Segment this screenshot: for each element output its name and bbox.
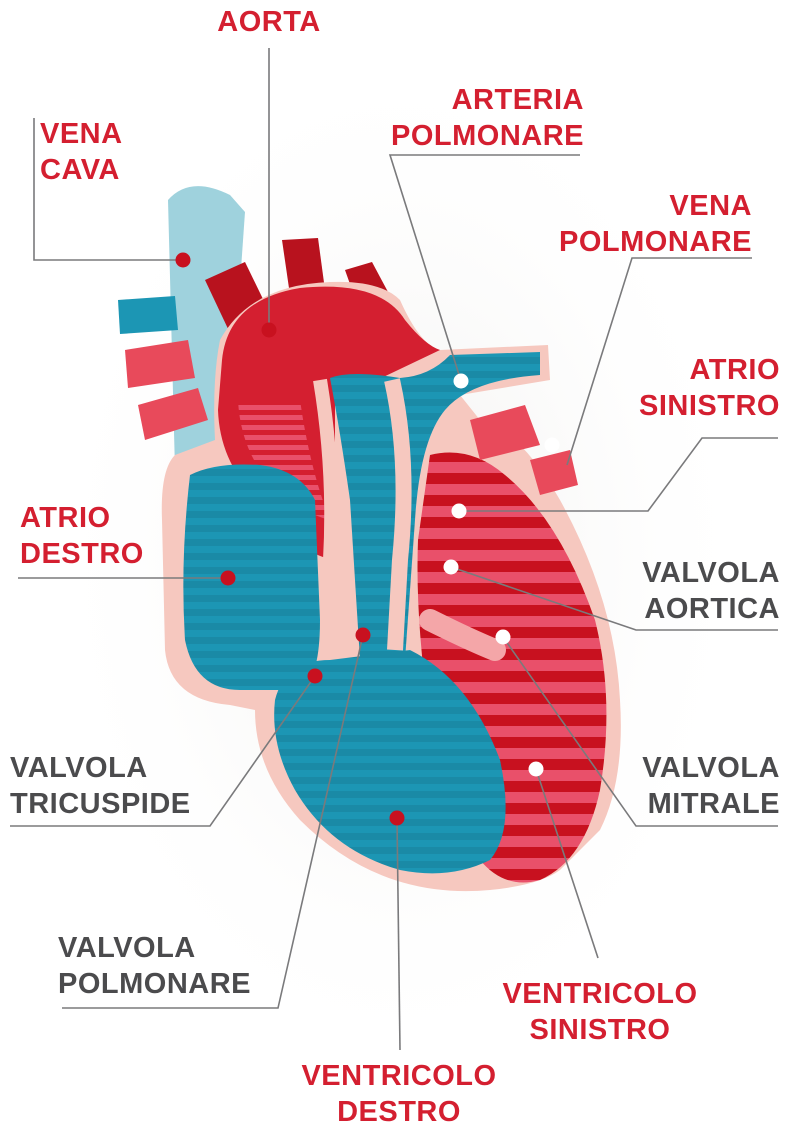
marker-atrio-sinistro (452, 504, 467, 519)
marker-vena-polmonare (545, 438, 560, 453)
marker-valvola-tricuspide (308, 669, 323, 684)
label-valvola-aortica: VALVOLA AORTICA (620, 555, 780, 627)
label-ventricolo-sinistro: VENTRICOLO SINISTRO (490, 976, 710, 1048)
marker-valvola-polmonare (356, 628, 371, 643)
marker-valvola-aortica (444, 560, 459, 575)
marker-valvola-mitrale (496, 630, 511, 645)
label-vena-polmonare: VENA POLMONARE (548, 188, 752, 260)
marker-arteria-polmonare (454, 374, 469, 389)
label-valvola-mitrale: VALVOLA MITRALE (620, 750, 780, 822)
label-arteria-polmonare: ARTERIA POLMONARE (380, 82, 584, 154)
label-atrio-destro: ATRIO DESTRO (20, 500, 144, 572)
marker-ventricolo-destro (390, 811, 405, 826)
marker-ventricolo-sinistro (529, 762, 544, 777)
marker-aorta (262, 323, 277, 338)
marker-atrio-destro (221, 571, 236, 586)
label-valvola-tricuspide: VALVOLA TRICUSPIDE (10, 750, 191, 822)
label-ventricolo-destro: VENTRICOLO DESTRO (288, 1058, 510, 1130)
marker-vena-cava (176, 253, 191, 268)
label-vena-cava: VENA CAVA (40, 116, 123, 188)
left-vessel-blue (118, 296, 178, 334)
label-valvola-polmonare: VALVOLA POLMONARE (58, 930, 251, 1002)
label-atrio-sinistro: ATRIO SINISTRO (620, 352, 780, 424)
label-aorta: AORTA (207, 4, 331, 40)
